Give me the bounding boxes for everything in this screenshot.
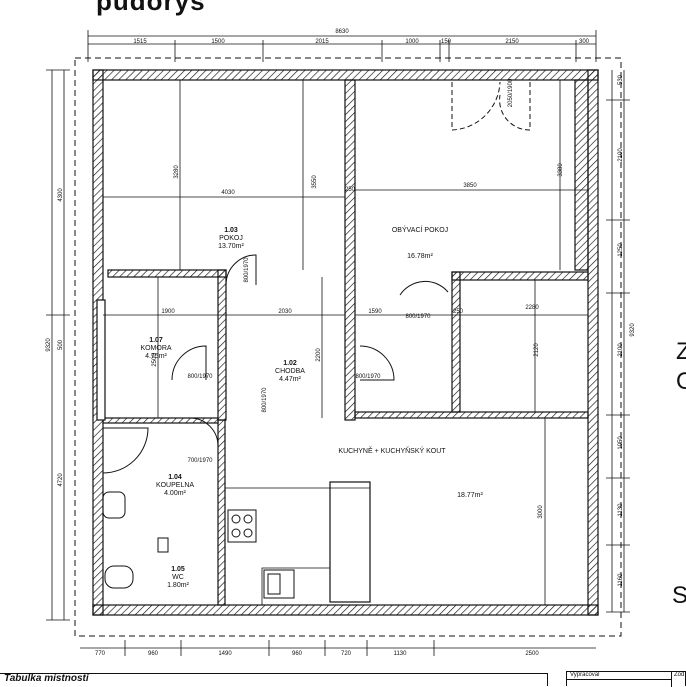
room-area: 4.75m² (145, 353, 167, 360)
room-area: 4.47m² (279, 376, 301, 383)
side-letter-s: S (672, 582, 686, 609)
room-name: KUCHYNĚ + KUCHYŇSKÝ KOUT (338, 446, 446, 455)
title-block: Vypracoval Zod (566, 671, 686, 687)
room-table-title: Tabulka místností (4, 673, 89, 684)
svg-text:1490: 1490 (218, 651, 232, 657)
door-label: 800/1970 (355, 374, 381, 380)
svg-text:2150: 2150 (505, 39, 519, 45)
svg-text:3280: 3280 (174, 165, 180, 179)
svg-text:2500: 2500 (152, 353, 158, 367)
svg-text:9320: 9320 (630, 323, 636, 337)
dim-top-total: 8630 (335, 29, 349, 35)
author-label: Vypracoval (570, 672, 600, 678)
doors (171, 81, 531, 447)
room-number: 1.02 (283, 360, 297, 367)
room-area: 18.77m² (457, 492, 483, 499)
svg-text:2500: 2500 (525, 651, 539, 657)
room-area: 1.80m² (167, 582, 189, 589)
room-area: 4.00m² (164, 490, 186, 497)
svg-text:1050: 1050 (618, 436, 624, 450)
door-label: 2050/1900 (508, 78, 514, 107)
room-labels: 1.03 POKOJ 13.70m² OBÝVACÍ POKOJ 16.78m²… (140, 225, 483, 589)
room-name: WC (172, 574, 184, 581)
side-letter-z: Z (676, 338, 686, 365)
svg-text:2280: 2280 (525, 305, 539, 311)
interior-lines (103, 80, 588, 605)
plot-boundary (74, 57, 622, 637)
svg-text:960: 960 (292, 651, 303, 657)
svg-text:300: 300 (579, 39, 590, 45)
door-label: 800/1970 (405, 314, 431, 320)
svg-text:720: 720 (341, 651, 352, 657)
svg-text:3000: 3000 (538, 505, 544, 519)
svg-text:500: 500 (58, 339, 64, 350)
dimension-lines (46, 30, 630, 656)
toilet (104, 565, 134, 589)
svg-text:250: 250 (345, 187, 356, 193)
svg-text:1130: 1130 (394, 651, 408, 657)
svg-text:3850: 3850 (463, 183, 477, 189)
svg-text:250: 250 (453, 309, 464, 315)
responsible-label: Zod (674, 672, 685, 678)
svg-text:2200: 2200 (316, 348, 322, 362)
room-table-header: Tabulka místností (0, 673, 548, 686)
svg-text:2100: 2100 (618, 343, 624, 357)
svg-text:1130: 1130 (618, 503, 624, 517)
svg-text:2100: 2100 (618, 148, 624, 162)
door-label: 800/1970 (262, 387, 268, 413)
room-area: 13.70m² (218, 243, 244, 250)
sink (102, 491, 126, 519)
kitchen-sink (263, 569, 295, 599)
room-number: 1.03 (224, 227, 238, 234)
walls (92, 69, 599, 616)
svg-text:1500: 1500 (211, 39, 225, 45)
dimension-labels: 8630 1515 1500 2015 1000 150 2150 300 77… (46, 29, 636, 657)
svg-text:150: 150 (441, 39, 452, 45)
room-number: 1.07 (149, 337, 163, 344)
svg-text:4030: 4030 (221, 190, 235, 196)
door-label: 700/1970 (187, 458, 213, 464)
room-number: 1.04 (168, 474, 182, 481)
room-name: POKOJ (219, 235, 243, 242)
svg-text:1000: 1000 (405, 39, 419, 45)
room-name: OBÝVACÍ POKOJ (392, 225, 448, 234)
svg-text:960: 960 (148, 651, 159, 657)
room-name: CHODBA (275, 368, 305, 375)
svg-text:2120: 2120 (534, 343, 540, 357)
svg-text:4300: 4300 (58, 188, 64, 202)
svg-text:770: 770 (95, 651, 106, 657)
svg-text:1160: 1160 (618, 573, 624, 587)
door-label: 800/1970 (187, 374, 213, 380)
room-area: 16.78m² (407, 253, 433, 260)
door-label: 800/1970 (244, 257, 250, 283)
svg-text:1900: 1900 (161, 309, 175, 315)
svg-text:9320: 9320 (46, 338, 52, 352)
svg-text:4720: 4720 (58, 473, 64, 487)
bathroom-fixtures (102, 427, 169, 589)
svg-text:1515: 1515 (133, 39, 147, 45)
room-number: 1.05 (171, 566, 185, 573)
svg-text:530: 530 (618, 74, 624, 85)
kitchen-fixtures (227, 509, 295, 599)
svg-text:2015: 2015 (315, 39, 329, 45)
shower-tray (102, 427, 149, 474)
side-letter-o: O (676, 368, 686, 395)
cooktop (227, 509, 257, 543)
svg-text:1250: 1250 (618, 243, 624, 257)
svg-text:3550: 3550 (312, 175, 318, 189)
plan-title: půdorys (96, 0, 206, 16)
svg-text:1590: 1590 (368, 309, 382, 315)
room-name: KOMORA (140, 345, 171, 352)
svg-text:3380: 3380 (558, 163, 564, 177)
room-name: KOUPELNA (156, 482, 194, 489)
svg-text:2030: 2030 (278, 309, 292, 315)
